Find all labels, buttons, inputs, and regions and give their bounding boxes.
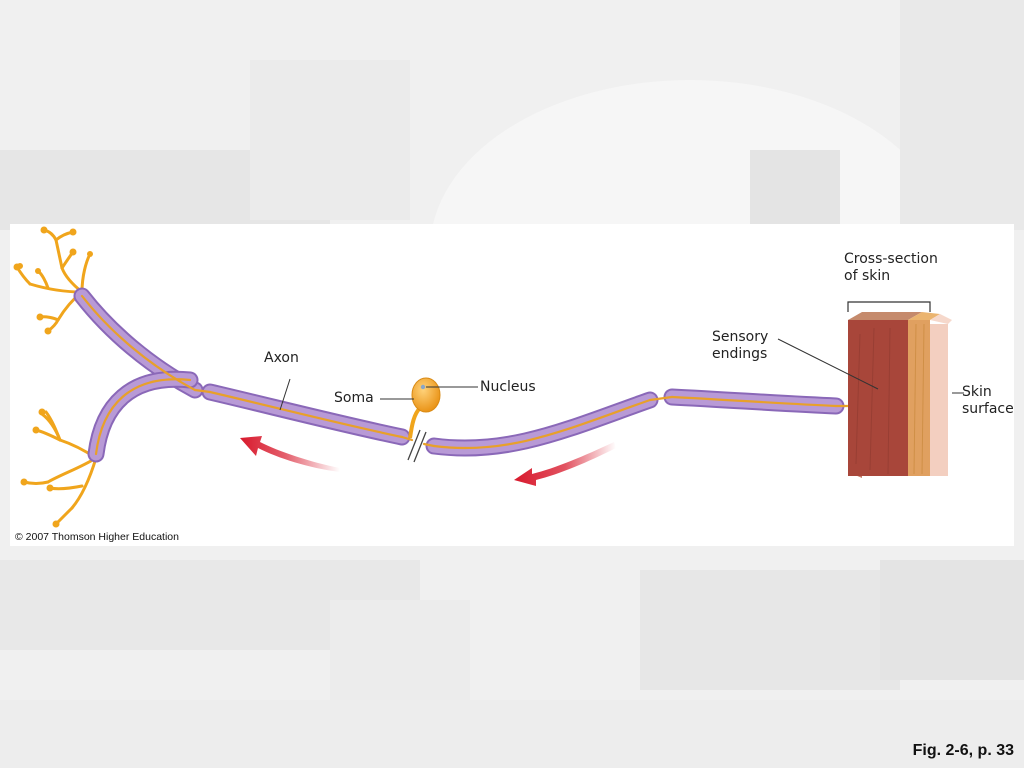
sensory-endings-label: Sensory endings bbox=[712, 329, 768, 363]
dendrite-bulbs-upper bbox=[13, 226, 93, 335]
cross-section-line2: of skin bbox=[844, 268, 891, 284]
neuron-diagram-panel: Axon Soma Nucleus Sensory endings Cross-… bbox=[10, 224, 1014, 546]
soma-label: Soma bbox=[334, 390, 374, 406]
skin-surface-line2: surface bbox=[962, 401, 1014, 417]
figure-caption: Fig. 2-6, p. 33 bbox=[912, 742, 1014, 759]
nucleus-dot bbox=[420, 384, 426, 390]
signal-direction-arrows bbox=[240, 436, 616, 486]
dendrite-bulbs-lower bbox=[20, 408, 60, 528]
cross-section-line1: Cross-section bbox=[844, 251, 938, 267]
nucleus-label: Nucleus bbox=[480, 379, 536, 395]
sensory-endings-line1: Sensory bbox=[712, 329, 769, 345]
axon-break-marks bbox=[407, 429, 427, 463]
myelin-sheaths bbox=[73, 287, 845, 463]
axon-label: Axon bbox=[264, 350, 299, 366]
skin-cross-section bbox=[848, 312, 952, 478]
copyright-notice: © 2007 Thomson Higher Education bbox=[15, 531, 179, 543]
skin-surface-line1: Skin bbox=[962, 384, 992, 400]
neuron-diagram bbox=[13, 226, 964, 528]
dendrites-upper bbox=[15, 228, 92, 333]
axon-fiber bbox=[80, 294, 852, 456]
leader-lines bbox=[279, 338, 964, 411]
sensory-endings-line2: endings bbox=[712, 346, 768, 362]
cross-section-label: Cross-section of skin bbox=[844, 251, 938, 285]
cross-section-bracket bbox=[847, 301, 931, 312]
skin-surface-label: Skin surface bbox=[962, 384, 1014, 418]
